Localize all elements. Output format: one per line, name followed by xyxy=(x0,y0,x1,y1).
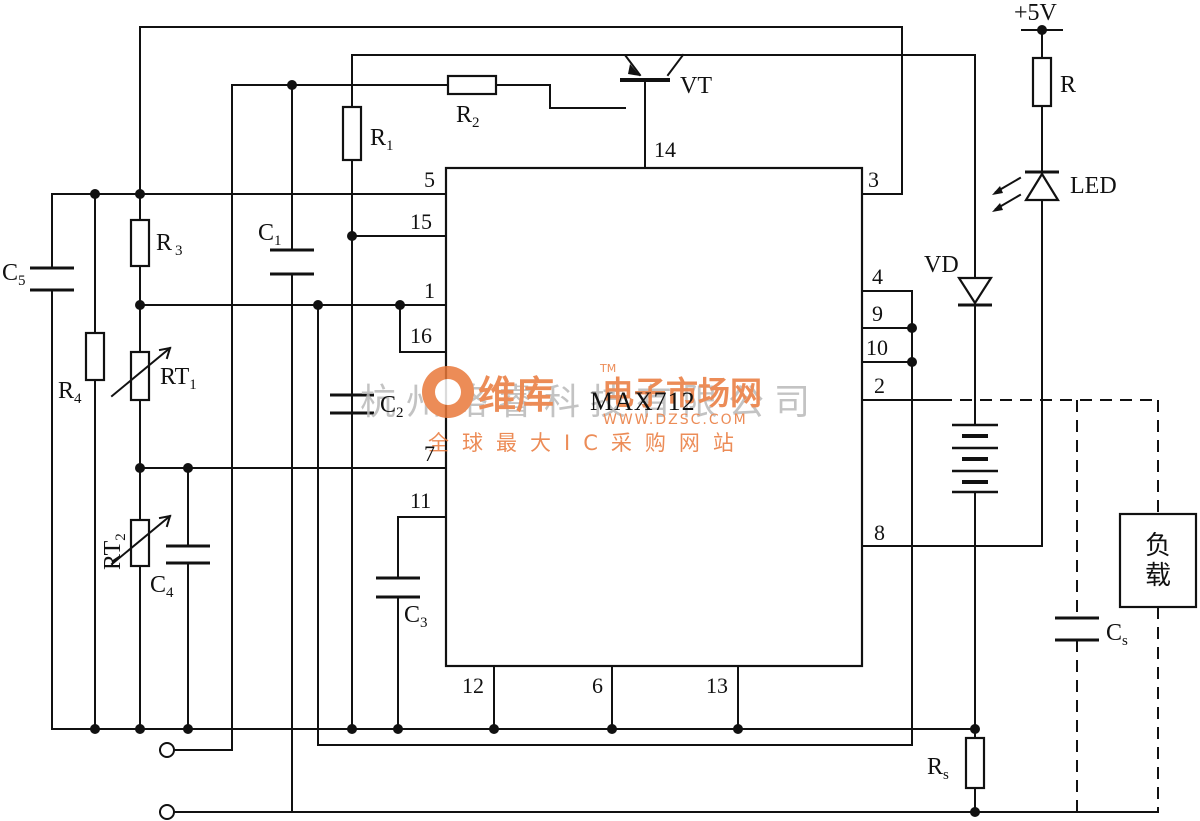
rs-label: R xyxy=(927,754,943,780)
pin-7-label: 7 xyxy=(424,441,435,466)
svg-text:C4: C4 xyxy=(150,572,174,601)
svg-text:RT1: RT1 xyxy=(160,364,197,393)
c2-label: C xyxy=(380,392,396,418)
pin-labels: 14 5 15 1 16 7 11 3 4 9 10 2 8 12 6 13 xyxy=(410,137,888,698)
c3-label: C xyxy=(404,602,420,628)
pin-11-label: 11 xyxy=(410,488,431,513)
watermark-slogan: 全球最大IC采购网站 xyxy=(428,431,747,455)
load-box xyxy=(1118,512,1198,609)
svg-text:C1: C1 xyxy=(258,220,282,249)
r2-label: R xyxy=(456,102,472,128)
pin-5-label: 5 xyxy=(424,167,435,192)
junction-dots xyxy=(90,25,1047,817)
transistor-vt xyxy=(620,64,670,89)
led-label: LED xyxy=(1070,173,1117,199)
thermistor-rt2 xyxy=(129,518,151,568)
rt2-label: RT xyxy=(100,540,126,570)
diode-vd xyxy=(956,276,994,307)
c5-sub: 5 xyxy=(18,273,26,289)
svg-text:R1: R1 xyxy=(370,125,394,154)
resistor-r xyxy=(1031,56,1053,108)
r4-label: R xyxy=(58,378,74,404)
r1-label: R xyxy=(370,125,386,151)
pin-9-label: 9 xyxy=(872,301,883,326)
watermark-brand-sub: 电子市场网 xyxy=(602,374,762,412)
pin-16-label: 16 xyxy=(410,323,432,348)
watermark-url: WWW.DZSC.COM xyxy=(603,412,748,428)
r1-sub: 1 xyxy=(386,138,394,154)
svg-text:R3: R3 xyxy=(156,230,183,259)
c2-sub: 2 xyxy=(396,405,404,421)
c1-sub: 1 xyxy=(274,233,282,249)
input-terminal-bottom xyxy=(159,804,175,820)
pin-12-label: 12 xyxy=(462,673,484,698)
vt-label: VT xyxy=(680,73,712,99)
pin-10-label: 10 xyxy=(866,335,888,360)
pin-8-label: 8 xyxy=(874,520,885,545)
svg-text:C2: C2 xyxy=(380,392,404,421)
r4-sub: 4 xyxy=(74,391,82,407)
pin-6-label: 6 xyxy=(592,673,603,698)
supply-label: +5V xyxy=(1014,0,1058,26)
svg-text:Rs: Rs xyxy=(927,754,949,783)
svg-text:C3: C3 xyxy=(404,602,428,631)
input-terminal-top xyxy=(159,742,175,758)
r3-label: R xyxy=(156,230,172,256)
watermark-brand: 维库 xyxy=(478,373,554,417)
pin-1-label: 1 xyxy=(424,278,435,303)
c1-label: C xyxy=(258,220,274,246)
watermark-tm: TM xyxy=(599,362,616,375)
chip-name: MAX712 xyxy=(590,387,696,416)
capacitors xyxy=(30,248,1099,642)
resistor-rs xyxy=(964,736,986,790)
cs-sub: s xyxy=(1122,633,1128,649)
watermark: 杭州络睿科技有限公司 维库 TM 电子市场网 WWW.DZSC.COM 全球最大… xyxy=(360,362,810,455)
resistors xyxy=(84,56,1053,790)
pin-2-label: 2 xyxy=(874,373,885,398)
svg-text:R2: R2 xyxy=(456,102,480,131)
resistor-r2 xyxy=(446,74,498,96)
svg-text:C5: C5 xyxy=(2,260,26,289)
battery xyxy=(952,423,998,494)
pin-4-label: 4 xyxy=(872,264,883,289)
cs-label: C xyxy=(1106,620,1122,646)
pin-3-label: 3 xyxy=(868,167,879,192)
svg-text:Cs: Cs xyxy=(1106,620,1128,649)
pin-14-label: 14 xyxy=(654,137,676,162)
load-label-line2: 载 xyxy=(1145,561,1171,591)
load-label-line1: 负 xyxy=(1145,531,1171,561)
c3-sub: 3 xyxy=(420,615,428,631)
rt1-sub: 1 xyxy=(189,377,197,393)
c4-sub: 4 xyxy=(166,585,174,601)
pin-15-label: 15 xyxy=(410,209,432,234)
c4-label: C xyxy=(150,572,166,598)
max712-chip-body xyxy=(444,166,864,668)
rt1-label: RT xyxy=(160,364,190,390)
c5-label: C xyxy=(2,260,18,286)
resistor-r4 xyxy=(84,331,106,382)
led-indicator xyxy=(992,170,1060,212)
r2-sub: 2 xyxy=(472,115,480,131)
rs-sub: s xyxy=(943,767,949,783)
svg-text:RT2: RT2 xyxy=(100,533,129,570)
thermistor-rt1 xyxy=(129,350,151,402)
svg-text:R4: R4 xyxy=(58,378,82,407)
rt2-sub: 2 xyxy=(113,533,129,541)
wires xyxy=(51,26,1159,813)
r-label: R xyxy=(1060,72,1076,98)
vd-label: VD xyxy=(924,252,959,278)
resistor-r3 xyxy=(129,218,151,268)
pin-13-label: 13 xyxy=(706,673,728,698)
resistor-r1 xyxy=(341,105,363,162)
r3-sub: 3 xyxy=(175,243,183,259)
